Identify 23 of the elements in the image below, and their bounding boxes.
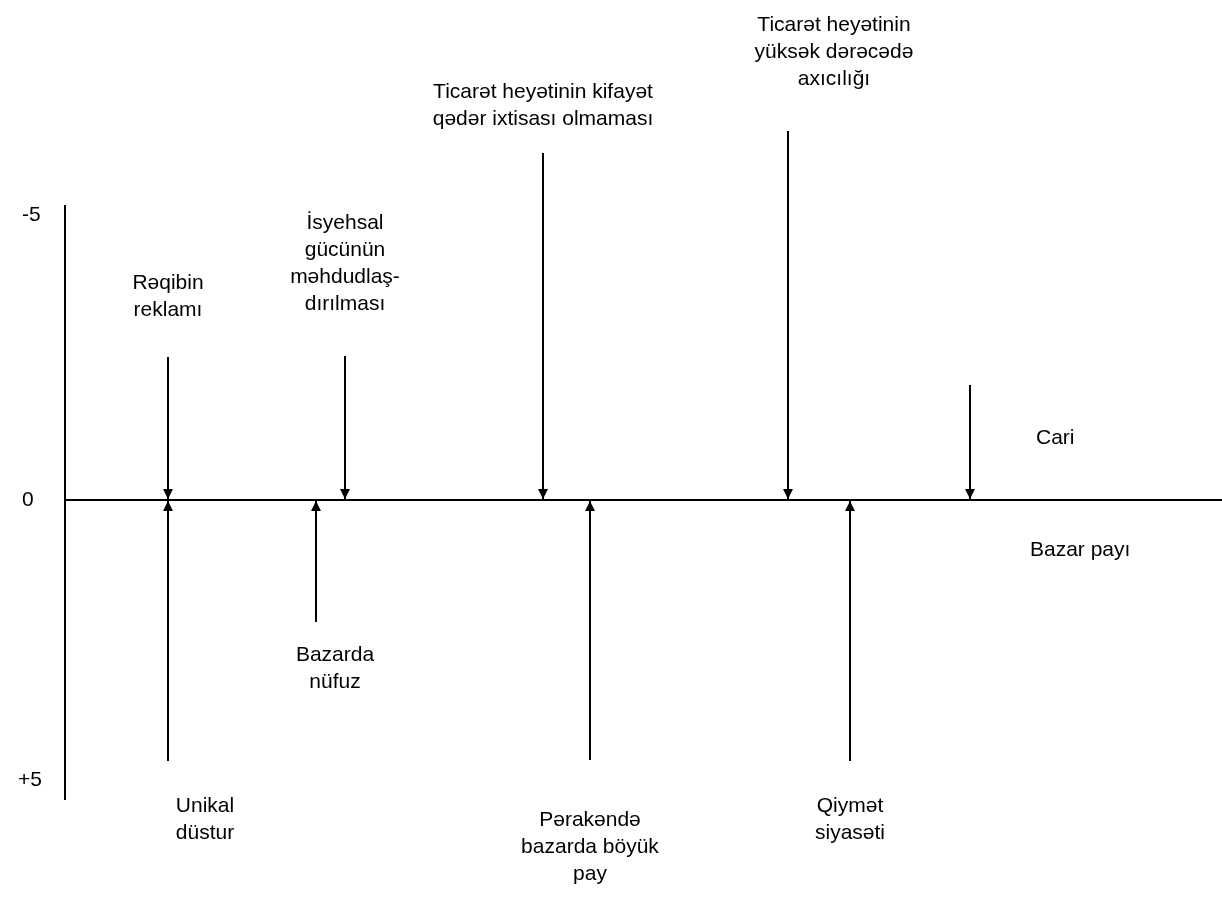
axis-label: Bazar payı: [1030, 536, 1131, 562]
arrow: [783, 130, 793, 500]
force-label: Qiymət siyasəti: [795, 791, 905, 845]
state-label: Cari: [1036, 424, 1075, 450]
force-label: Ticarət heyətinin yüksək dərəcədə axıcılığı: [739, 10, 929, 91]
force-label: Unikal düstur: [155, 791, 255, 845]
arrow: [163, 500, 173, 762]
arrow: [163, 356, 173, 500]
scale-tick-label: 0: [22, 486, 34, 512]
arrow: [311, 500, 321, 623]
force-label: Ticarət heyətinin kifayət qədər ixtisası olmaması: [428, 77, 658, 131]
force-label: İsyehsal gücünün məhdudlaş-dırılması: [280, 208, 410, 316]
arrow: [965, 384, 975, 500]
arrow: [845, 500, 855, 762]
arrow: [585, 500, 595, 761]
force-label: Bazarda nüfuz: [285, 640, 385, 694]
arrow: [340, 355, 350, 500]
arrow: [538, 152, 548, 500]
baseline: [65, 499, 1222, 501]
force-label: Pərakəndə bazarda böyük pay: [510, 805, 670, 886]
force-label: Rəqibin reklamı: [113, 268, 223, 322]
scale-tick-label: -5: [22, 201, 41, 227]
scale-tick-label: +5: [18, 766, 42, 792]
